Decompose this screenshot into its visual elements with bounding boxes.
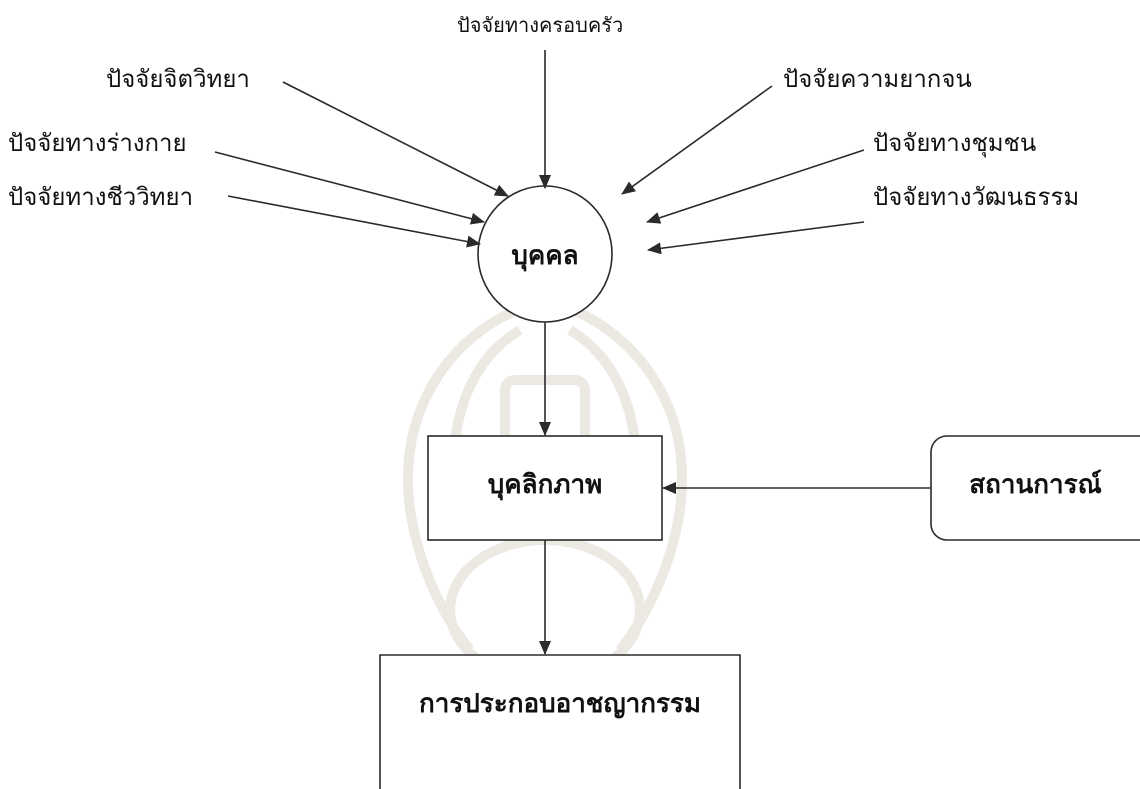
- factor-community-label: ปัจจัยทางชุมชน: [873, 129, 1037, 157]
- arrow-community: [646, 149, 865, 224]
- crime-node-shape: [379, 654, 741, 789]
- arrow-biology: [227, 195, 481, 248]
- arrow-poverty: [621, 85, 773, 195]
- person-node-label: บุคคล: [511, 241, 579, 271]
- factor-psychology-label: ปัจจัยจิตวิทยา: [106, 65, 250, 93]
- personality-node-label: บุคลิกภาพ: [487, 470, 603, 500]
- factor-family-label: ปัจจัยทางครอบครัว: [457, 13, 624, 37]
- factor-culture-label: ปัจจัยทางวัฒนธรรม: [873, 183, 1080, 211]
- arrow-culture: [647, 221, 865, 255]
- crime-node-label: การประกอบอาชญากรรม: [418, 689, 702, 719]
- situation-node-label: สถานการณ์: [969, 470, 1102, 500]
- arrow-physical: [214, 151, 485, 225]
- factor-physical-label: ปัจจัยทางร่างกาย: [8, 129, 187, 157]
- factor-poverty-label: ปัจจัยความยากจน: [783, 65, 972, 93]
- arrow-psychology: [282, 81, 509, 197]
- factor-biology-label: ปัจจัยทางชีววิทยา: [8, 183, 194, 211]
